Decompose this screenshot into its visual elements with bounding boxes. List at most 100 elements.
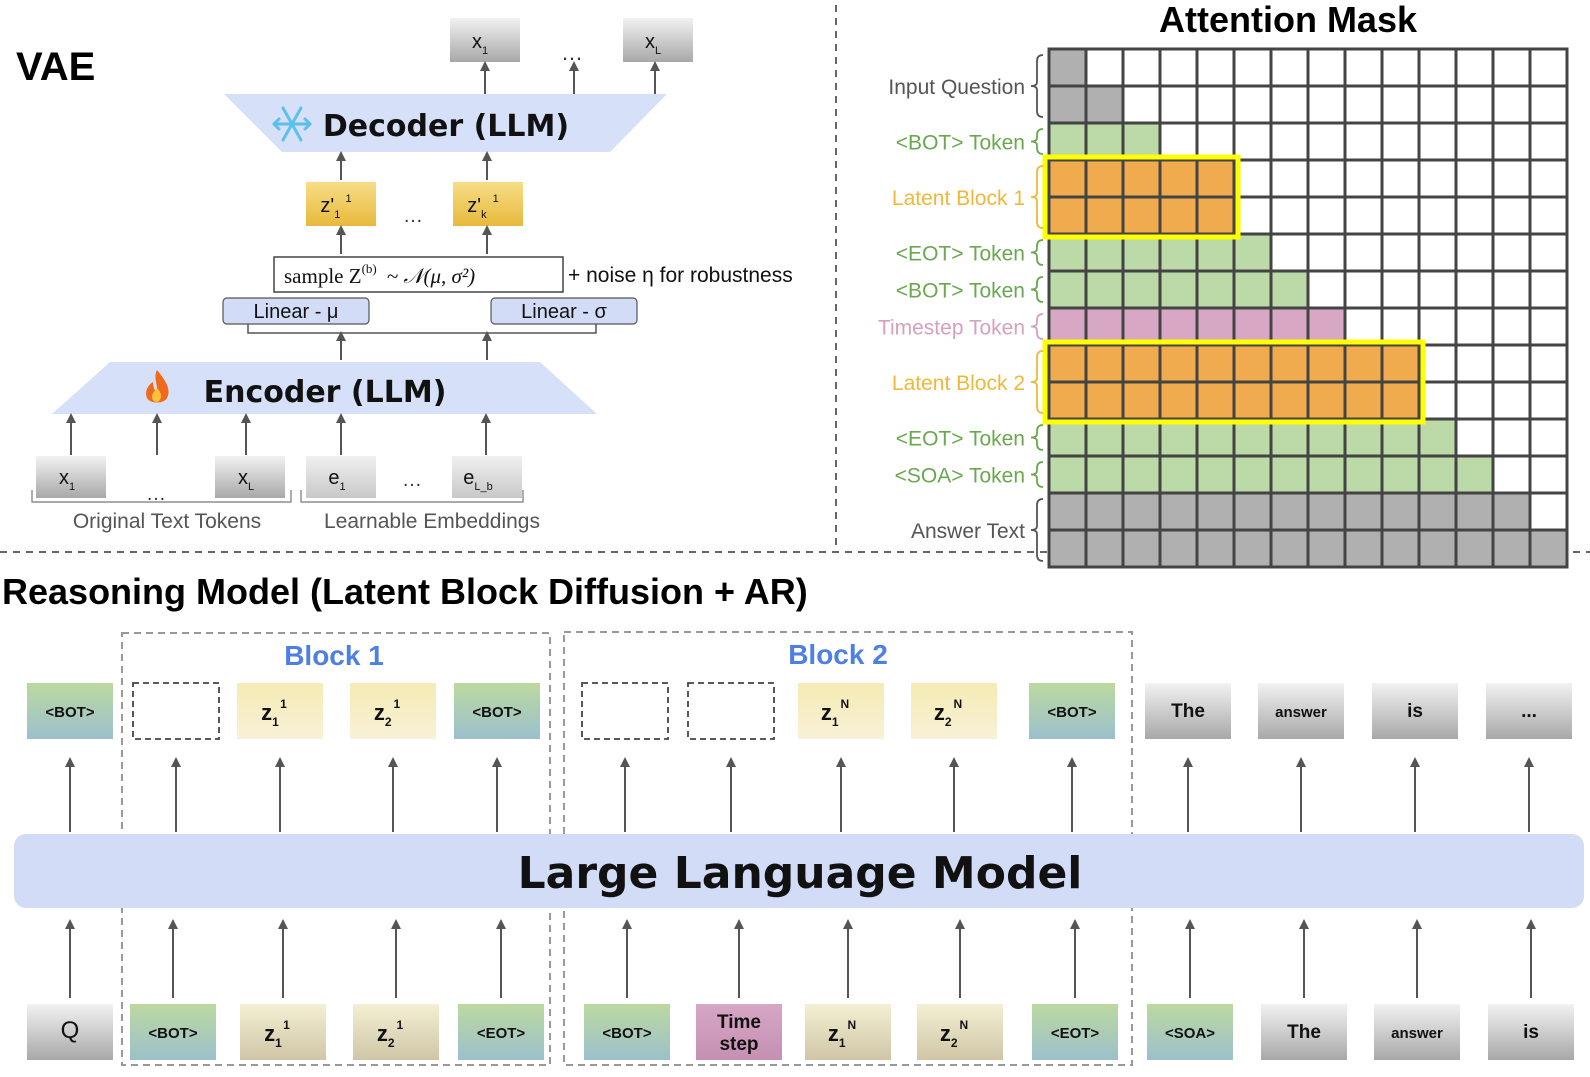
mask-cell — [1454, 47, 1495, 88]
mask-row-label: Latent Block 2 — [892, 372, 1025, 395]
token-bot: <BOT> — [584, 1004, 670, 1060]
mask-cell — [1343, 158, 1384, 199]
brace-icon — [1030, 276, 1044, 303]
brace-icon — [1030, 239, 1044, 266]
mask-cell — [1158, 195, 1199, 236]
mask-cell — [1269, 269, 1310, 310]
mask-cell — [1417, 269, 1458, 310]
mask-row-label: Latent Block 1 — [892, 187, 1025, 210]
mask-cell — [1454, 269, 1495, 310]
svg-text:answer: answer — [1391, 1025, 1443, 1042]
mask-cell — [1121, 84, 1162, 125]
block-2-title: Block 2 — [788, 639, 888, 670]
mask-cell — [1232, 491, 1273, 532]
vae-input-ellipsis-1: … — [146, 483, 166, 505]
token-bot: <BOT> — [454, 683, 540, 739]
token-text: The — [1145, 683, 1231, 739]
mask-cell — [1195, 306, 1236, 347]
mask-row-label: <EOT> Token — [896, 243, 1025, 266]
block-1-title: Block 1 — [284, 640, 384, 671]
svg-text:z1N: z1N — [821, 697, 849, 729]
mask-cell — [1380, 269, 1421, 310]
mask-cell — [1454, 454, 1495, 495]
mask-cell — [1232, 343, 1273, 384]
svg-text:Q: Q — [61, 1017, 80, 1044]
mask-cell — [1158, 269, 1199, 310]
mask-cell — [1269, 121, 1310, 162]
linear-mu-label: Linear - μ — [254, 301, 339, 323]
mask-cell — [1084, 158, 1125, 199]
token-bot: <SOA> — [1147, 1004, 1233, 1060]
mask-cell — [1158, 343, 1199, 384]
svg-text:xL: xL — [645, 31, 661, 57]
mask-cell — [1047, 417, 1088, 458]
mask-cell — [1306, 195, 1347, 236]
vae-latent-ellipsis: … — [403, 205, 423, 227]
mask-cell — [1121, 232, 1162, 273]
svg-text:is: is — [1523, 1022, 1539, 1043]
mask-cell — [1417, 417, 1458, 458]
svg-text:eL_b: eL_b — [463, 467, 492, 493]
brace-icon — [1030, 128, 1044, 155]
token-text: is — [1488, 1004, 1574, 1060]
mask-cell — [1269, 158, 1310, 199]
mask-cell — [1047, 195, 1088, 236]
mask-cell — [1491, 380, 1532, 421]
mask-cell — [1084, 528, 1125, 569]
mask-cell — [1343, 380, 1384, 421]
vae-input-x1: x1 — [36, 456, 106, 498]
svg-text:<BOT>: <BOT> — [45, 704, 94, 721]
mask-cell — [1417, 158, 1458, 199]
svg-text:<BOT>: <BOT> — [1047, 704, 1096, 721]
vae-input-xL: xL — [215, 456, 285, 498]
vae-output-ellipsis: … — [561, 40, 583, 65]
vae-title: VAE — [16, 45, 95, 89]
mask-cell — [1454, 491, 1495, 532]
token-bot: <BOT> — [27, 683, 113, 739]
mask-cell — [1343, 306, 1384, 347]
mask-cell — [1491, 232, 1532, 273]
token-bot: <BOT> — [1029, 683, 1115, 739]
mask-cell — [1343, 232, 1384, 273]
mask-row-label: <BOT> Token — [896, 132, 1025, 155]
mask-cell — [1047, 343, 1088, 384]
mask-cell — [1269, 528, 1310, 569]
mask-cell — [1269, 232, 1310, 273]
mask-cell — [1491, 121, 1532, 162]
mask-cell — [1195, 121, 1236, 162]
noise-label: + noise η for robustness — [568, 264, 793, 287]
mask-cell — [1417, 47, 1458, 88]
svg-text:Timestep: Timestep — [717, 1012, 761, 1055]
mask-cell — [1343, 269, 1384, 310]
mask-cell — [1306, 158, 1347, 199]
mask-cell — [1343, 528, 1384, 569]
svg-text:<BOT>: <BOT> — [602, 1025, 651, 1042]
mask-cell — [1195, 195, 1236, 236]
token-text: Q — [27, 1004, 113, 1060]
mask-cell — [1343, 454, 1384, 495]
mask-cell — [1232, 47, 1273, 88]
mask-cell — [1491, 491, 1532, 532]
mask-cell — [1084, 417, 1125, 458]
mask-cell — [1269, 454, 1310, 495]
brace-icon — [1030, 165, 1044, 229]
mask-cell — [1047, 491, 1088, 532]
mask-cell — [1380, 158, 1421, 199]
vae-input-ellipsis-2: … — [402, 469, 422, 491]
mask-cell — [1417, 195, 1458, 236]
encoder-block — [52, 362, 597, 414]
mask-cell — [1232, 232, 1273, 273]
mask-cell — [1417, 121, 1458, 162]
mask-cell — [1528, 528, 1569, 569]
mask-cell — [1084, 343, 1125, 384]
svg-text:xL: xL — [238, 467, 254, 493]
token-empty — [132, 682, 220, 740]
svg-text:<EOT>: <EOT> — [1051, 1025, 1100, 1042]
mask-cell — [1343, 417, 1384, 458]
mask-cell — [1121, 417, 1162, 458]
token-text: is — [1372, 683, 1458, 739]
mask-cell — [1528, 491, 1569, 532]
